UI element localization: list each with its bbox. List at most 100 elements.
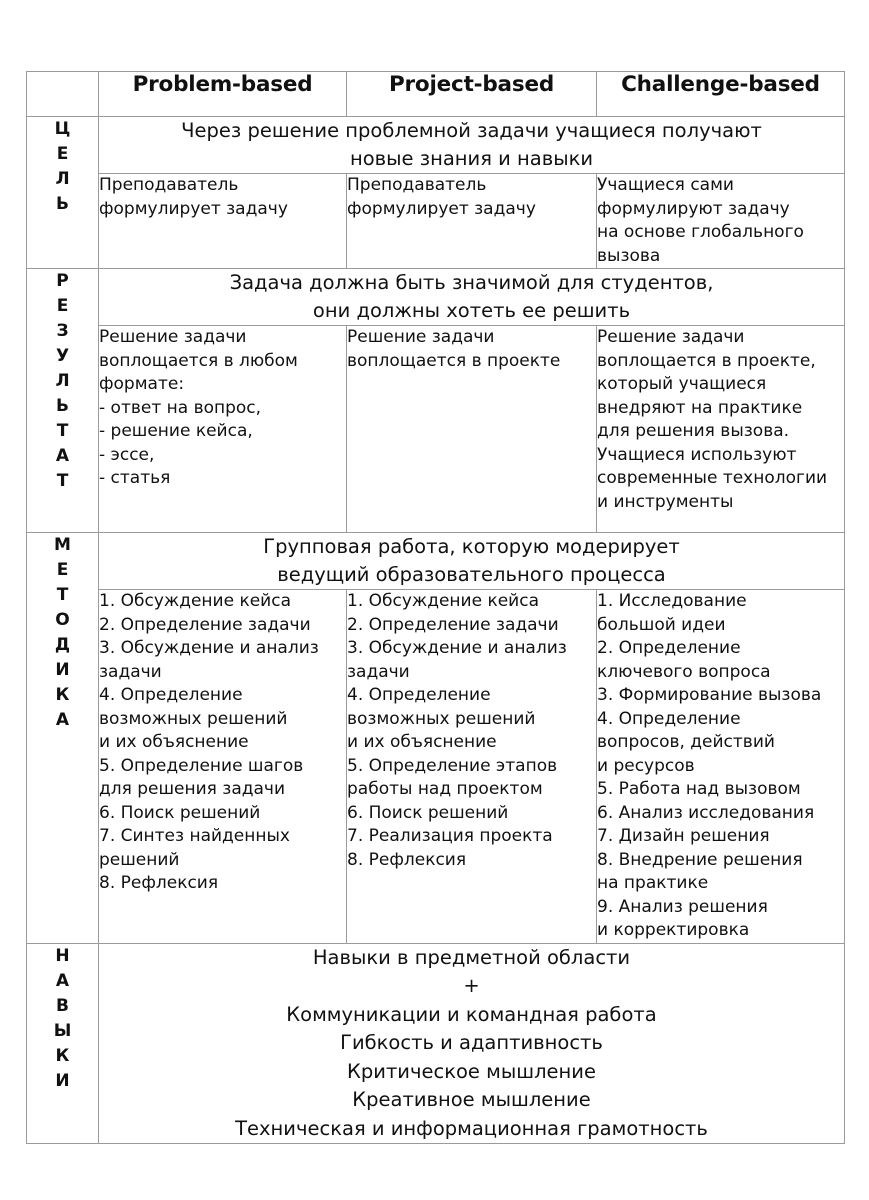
cell-line: Учащиеся сами (597, 175, 734, 195)
cell-line: воплощается в любом (99, 350, 298, 371)
row-label-letter: К (55, 685, 70, 705)
cell-line: вопросов, действий (597, 732, 775, 752)
cell-line: и инструменты (597, 491, 734, 512)
cell-line: формулирует задачу (347, 198, 536, 219)
cell-line: 8. Рефлексия (347, 849, 467, 870)
cell-line: 8. Рефлексия (99, 873, 219, 893)
cell-line: для решения вызова. (597, 421, 790, 441)
row-label-letter: Т (56, 585, 69, 605)
cell-line: Учащиеся используют (597, 444, 797, 465)
row-label-letter: М (54, 535, 71, 555)
intro-line: ведущий образовательного процесса (277, 563, 666, 586)
header-row: Problem-based Project-based Challenge-ba… (26, 71, 845, 117)
row-label-letter: Ь (56, 194, 69, 214)
cell-method-project: 1. Обсуждение кейса 2. Определение задач… (346, 589, 597, 944)
row-label-method: М Е Т О Д И К А (26, 532, 99, 944)
cell-line: 5. Определение шагов (99, 755, 304, 776)
section-skills-row: Н А В Ы К И Навыки в предметной области … (26, 942, 845, 1144)
intro-line: новые знания и навыки (349, 147, 594, 170)
cell-line: Решение задачи (99, 327, 247, 347)
row-label-letter: Т (56, 421, 69, 441)
cell-line: и их объяснение (347, 732, 497, 752)
row-label-letter: И (55, 1070, 70, 1091)
cell-line: 5. Определение этапов (347, 755, 558, 776)
comparison-table-container: Problem-based Project-based Challenge-ba… (26, 71, 845, 1144)
row-label-letter: К (55, 1045, 70, 1066)
cell-line: и корректировка (597, 920, 750, 940)
section-goal-intro-row: Ц Е Л Ь Через решение проблемной задачи … (26, 116, 845, 269)
cell-line: 3. Обсуждение и анализ (347, 638, 567, 658)
cell-goal-challenge: Учащиеся сами формулируют задачу на осно… (596, 173, 845, 269)
cell-line: - эссе, (99, 444, 155, 465)
table-header: Problem-based Project-based Challenge-ba… (26, 71, 845, 117)
row-label-letter: Л (55, 169, 70, 189)
row-label-goal: Ц Е Л Ь (26, 116, 99, 269)
cell-line: 1. Обсуждение кейса (347, 591, 539, 611)
cell-line: 7. Синтез найденных (99, 826, 290, 846)
cell-line: задачи (99, 661, 162, 682)
skills-line: Критическое мышление (347, 1059, 596, 1083)
row-label-letter: Н (55, 945, 70, 966)
cell-line: - ответ на вопрос, (99, 397, 262, 418)
cell-line: ключевого вопроса (597, 661, 771, 682)
cell-method-problem: 1. Обсуждение кейса 2. Определение задач… (98, 589, 347, 944)
cell-method-challenge: 1. Исследование большой идеи 2. Определе… (596, 589, 845, 944)
cell-line: на основе глобального (597, 222, 804, 242)
section-result-cells-row: Решение задачи воплощается в любом форма… (27, 325, 845, 533)
row-label-letter: У (55, 346, 70, 366)
row-label-letter: Е (56, 296, 69, 316)
skills-line: Гибкость и адаптивность (340, 1031, 603, 1054)
cell-line: 5. Работа над вызовом (597, 779, 801, 799)
cell-line: возможных решений (99, 708, 288, 729)
section-method-intro: Групповая работа, которую модерирует вед… (98, 532, 845, 590)
cell-line: 7. Дизайн решения (597, 826, 770, 846)
cell-line: задачи (347, 661, 410, 682)
section-goal-cells-row: Преподаватель формулирует задачу Препода… (27, 173, 845, 269)
row-label-letter: Л (55, 371, 70, 391)
cell-line: Решение задачи (347, 327, 495, 347)
cell-result-problem: Решение задачи воплощается в любом форма… (98, 325, 347, 533)
row-label-letter: Е (56, 144, 69, 164)
cell-line: и ресурсов (597, 755, 695, 776)
cell-line: 6. Поиск решений (347, 802, 509, 823)
cell-line: 7. Реализация проекта (347, 826, 553, 846)
skills-line: Креативное мышление (352, 1088, 591, 1111)
cell-line: формулируют задачу (597, 198, 790, 219)
row-label-goal-letters: Ц Е Л Ь (27, 117, 98, 217)
cell-line: Преподаватель (347, 175, 487, 195)
cell-line: работы над проектом (347, 779, 543, 799)
cell-line: внедряют на практике (597, 397, 803, 418)
cell-line: 3. Формирование вызова (597, 685, 822, 705)
cell-line: возможных решений (347, 708, 536, 729)
cell-line: Преподаватель (99, 175, 239, 195)
cell-goal-problem: Преподаватель формулирует задачу (98, 173, 347, 269)
row-label-skills-letters: Н А В Ы К И (27, 944, 98, 1094)
row-label-letter: З (56, 321, 69, 341)
row-label-result: Р Е З У Л Ь Т А Т (26, 268, 99, 533)
cell-line: - статья (99, 468, 171, 488)
row-label-letter: В (56, 995, 69, 1016)
cell-result-challenge: Решение задачи воплощается в проекте, ко… (596, 325, 845, 533)
cell-line: 6. Анализ исследования (597, 802, 815, 823)
row-label-letter: Е (56, 560, 69, 580)
cell-line: 4. Определение (347, 685, 491, 705)
section-result-intro-row: Р Е З У Л Ь Т А Т Задача должна быть зна… (26, 268, 845, 533)
cell-line: 2. Определение (597, 638, 741, 658)
row-label-skills: Н А В Ы К И (26, 942, 99, 1144)
row-label-letter: Р (56, 271, 69, 291)
cell-line: который учащиеся (597, 374, 767, 394)
cell-line: 2. Определение задачи (99, 614, 311, 635)
row-label-letter: А (55, 970, 70, 991)
section-goal-intro: Через решение проблемной задачи учащиеся… (98, 116, 845, 174)
cell-line: 6. Поиск решений (99, 802, 261, 823)
cell-line: формулирует задачу (99, 198, 288, 219)
cell-line: 1. Исследование (597, 591, 747, 611)
intro-line: Задача должна быть значимой для студенто… (229, 271, 714, 294)
skills-line: Коммуникации и командная работа (286, 1002, 657, 1026)
column-header-challenge: Challenge-based (596, 71, 845, 117)
cell-line: воплощается в проекте, (597, 350, 816, 371)
cell-line: решений (99, 849, 180, 870)
row-label-letter: А (55, 710, 70, 730)
row-label-letter: Ы (53, 1020, 72, 1041)
